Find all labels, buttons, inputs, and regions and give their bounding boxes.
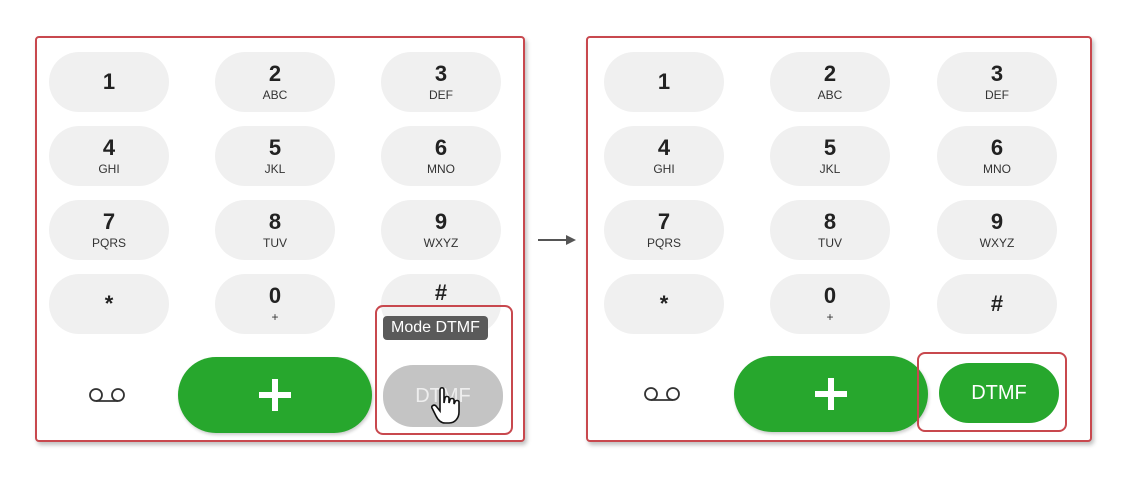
- key-letters: WXYZ: [423, 236, 459, 250]
- key-5[interactable]: 5 JKL: [215, 126, 335, 186]
- key-star[interactable]: *: [49, 274, 169, 334]
- key-3[interactable]: 3 DEF: [937, 52, 1057, 112]
- key-digit: 3: [434, 61, 448, 86]
- tooltip: Mode DTMF: [383, 316, 488, 340]
- voicemail-icon: [89, 388, 125, 402]
- key-digit: 4: [657, 135, 671, 160]
- key-digit: *: [104, 291, 114, 316]
- key-letters: DEF: [985, 88, 1009, 102]
- voicemail-button[interactable]: [77, 375, 137, 415]
- key-6[interactable]: 6 MNO: [381, 126, 501, 186]
- voicemail-icon: [644, 387, 680, 401]
- key-digit: 0: [268, 283, 282, 308]
- call-button[interactable]: [178, 357, 372, 433]
- key-0[interactable]: 0 +: [770, 274, 890, 334]
- key-digit: 7: [102, 209, 116, 234]
- dialpad-panel-before: 1 2 ABC 3 DEF 4 GHI 5 JKL 6 MNO 7 PQRS 8…: [35, 36, 525, 442]
- key-3[interactable]: 3 DEF: [381, 52, 501, 112]
- highlight-box: [917, 352, 1067, 432]
- key-hash[interactable]: #: [937, 274, 1057, 334]
- key-4[interactable]: 4 GHI: [49, 126, 169, 186]
- key-letters: JKL: [819, 162, 841, 176]
- key-1[interactable]: 1: [49, 52, 169, 112]
- key-letters: WXYZ: [979, 236, 1015, 250]
- key-letters: GHI: [98, 162, 120, 176]
- key-letters: ABC: [817, 88, 843, 102]
- key-letters: MNO: [427, 162, 455, 176]
- key-letters: PQRS: [646, 236, 681, 250]
- highlight-box: [375, 305, 513, 435]
- key-6[interactable]: 6 MNO: [937, 126, 1057, 186]
- plus-icon: [815, 378, 847, 410]
- key-digit: 7: [657, 209, 671, 234]
- voicemail-button[interactable]: [632, 374, 692, 414]
- key-digit: 2: [268, 61, 282, 86]
- call-button[interactable]: [734, 356, 928, 432]
- key-digit: 9: [434, 209, 448, 234]
- key-digit: 6: [434, 135, 448, 160]
- key-4[interactable]: 4 GHI: [604, 126, 724, 186]
- key-digit: 1: [657, 69, 671, 94]
- key-5[interactable]: 5 JKL: [770, 126, 890, 186]
- key-letters: JKL: [264, 162, 286, 176]
- key-letters: +: [271, 310, 279, 324]
- key-star[interactable]: *: [604, 274, 724, 334]
- key-digit: 8: [823, 209, 837, 234]
- key-2[interactable]: 2 ABC: [215, 52, 335, 112]
- key-letters: ABC: [262, 88, 288, 102]
- key-digit: 3: [990, 61, 1004, 86]
- key-1[interactable]: 1: [604, 52, 724, 112]
- key-letters: PQRS: [91, 236, 126, 250]
- key-digit: *: [659, 291, 669, 316]
- key-digit: 6: [990, 135, 1004, 160]
- plus-icon: [259, 379, 291, 411]
- key-letters: MNO: [983, 162, 1011, 176]
- key-digit: #: [990, 291, 1004, 316]
- key-digit: 2: [823, 61, 837, 86]
- dialpad-panel-after: 1 2 ABC 3 DEF 4 GHI 5 JKL 6 MNO 7 PQRS 8…: [586, 36, 1092, 442]
- key-letters: TUV: [818, 236, 842, 250]
- key-digit: 0: [823, 283, 837, 308]
- hand-pointer-icon: [431, 386, 460, 424]
- arrow-right-icon: [538, 235, 576, 245]
- key-0[interactable]: 0 +: [215, 274, 335, 334]
- key-2[interactable]: 2 ABC: [770, 52, 890, 112]
- key-digit: 4: [102, 135, 116, 160]
- key-letters: GHI: [653, 162, 675, 176]
- key-9[interactable]: 9 WXYZ: [381, 200, 501, 260]
- dtmf-button-active[interactable]: DTMF: [939, 363, 1059, 423]
- key-digit: 1: [102, 69, 116, 94]
- key-7[interactable]: 7 PQRS: [49, 200, 169, 260]
- key-digit: 8: [268, 209, 282, 234]
- key-letters: DEF: [429, 88, 453, 102]
- key-8[interactable]: 8 TUV: [215, 200, 335, 260]
- dtmf-label: DTMF: [971, 381, 1027, 404]
- key-digit: 5: [268, 135, 282, 160]
- key-digit: #: [434, 280, 448, 305]
- key-digit: 9: [990, 209, 1004, 234]
- key-9[interactable]: 9 WXYZ: [937, 200, 1057, 260]
- key-7[interactable]: 7 PQRS: [604, 200, 724, 260]
- key-letters: +: [826, 310, 834, 324]
- key-digit: 5: [823, 135, 837, 160]
- key-letters: TUV: [263, 236, 287, 250]
- key-8[interactable]: 8 TUV: [770, 200, 890, 260]
